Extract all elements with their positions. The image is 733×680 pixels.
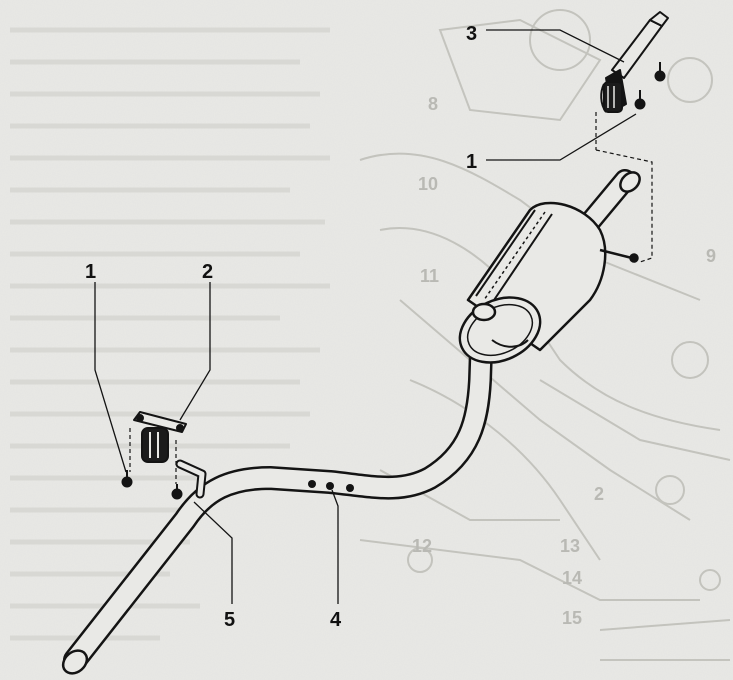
pipe-holes	[308, 480, 354, 492]
ghost-label-2: 9	[706, 246, 716, 266]
callout-5: 5	[224, 609, 235, 631]
ghost-label-3: 10	[418, 174, 438, 194]
ghost-label-6: 13	[560, 536, 580, 556]
callout-1-left: 1	[85, 261, 96, 283]
pipe-muffler-joint	[471, 302, 497, 322]
callout-4: 4	[330, 609, 342, 631]
ghost-label-7: 14	[562, 568, 582, 588]
bolt-top-1	[654, 62, 666, 82]
pipe-hanger-rod-inner	[177, 461, 205, 497]
leader-lines	[94, 29, 637, 604]
callout-3: 3	[466, 23, 477, 45]
bolt-left-1	[121, 470, 133, 488]
rubber-hanger-left	[133, 411, 187, 463]
dashed-link-muffler	[595, 149, 653, 263]
ghost-label-5: 12	[412, 536, 432, 556]
bolt-left-2	[171, 484, 183, 500]
callout-1-top: 1	[466, 151, 477, 173]
ghost-label-9: 2	[594, 484, 604, 504]
bolt-top-2	[634, 90, 646, 110]
callout-2: 2	[202, 261, 213, 283]
ghost-labels: 8 9 10 11 12 13 14 15 2	[412, 94, 716, 628]
ghost-label-4: 11	[420, 266, 439, 286]
rubber-hanger-top	[600, 11, 669, 113]
ghost-label-8: 15	[562, 608, 582, 628]
front-exhaust-pipe	[63, 308, 494, 672]
pipe-inlet-end	[61, 649, 89, 675]
ghost-drawing	[359, 9, 731, 661]
ghost-label-1: 8	[428, 94, 438, 114]
